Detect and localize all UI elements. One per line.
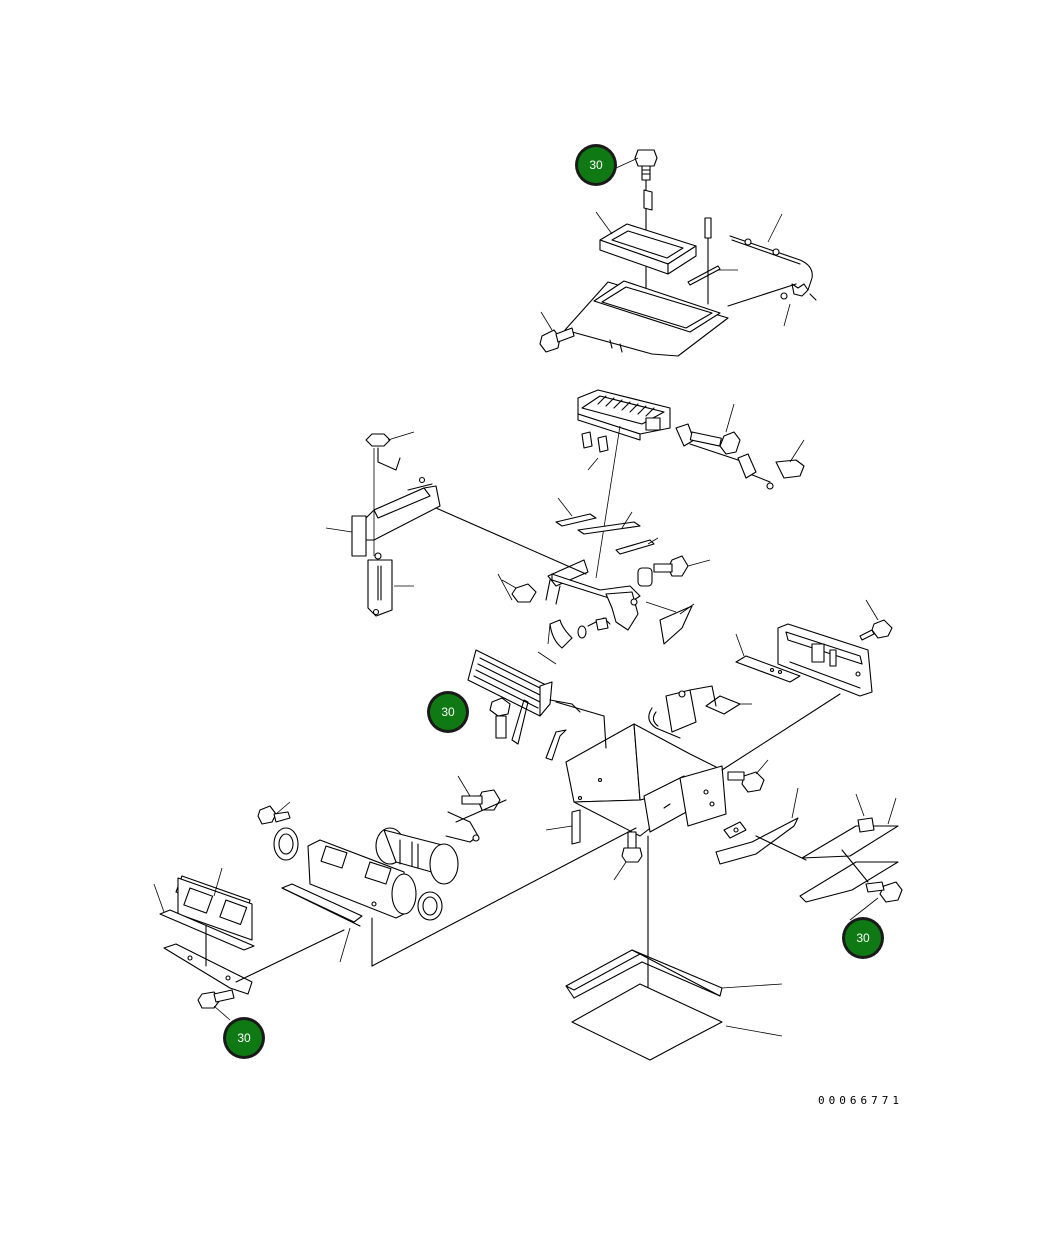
duct-bolt-part xyxy=(865,881,903,903)
gasket-part-b xyxy=(577,521,641,535)
ring-screw-part xyxy=(257,801,291,825)
stay-part xyxy=(545,729,567,761)
heater-core-part xyxy=(577,389,671,441)
callout-badge: 30 xyxy=(223,1017,265,1059)
control-panel-assembly xyxy=(735,599,893,697)
callout-badge: 30 xyxy=(575,144,617,186)
strip-part xyxy=(735,655,801,683)
tray-bolt-part xyxy=(727,759,769,793)
small-plate-part xyxy=(351,515,367,557)
floor-mat-part xyxy=(571,983,723,1061)
blower-tray-assembly xyxy=(467,649,841,1017)
small-strip-part xyxy=(571,809,581,845)
nut-part xyxy=(365,433,391,447)
top-cover-assembly xyxy=(539,149,817,357)
drop-bolt-part xyxy=(613,831,649,1017)
floor-plate-assembly xyxy=(565,949,783,1061)
left-bracket-assembly xyxy=(325,431,441,617)
floor-rail-part xyxy=(565,949,641,991)
leg-part-b xyxy=(597,435,609,453)
tray-part xyxy=(565,723,727,837)
seal-strip-part xyxy=(687,265,721,286)
long-bracket-part xyxy=(715,817,799,865)
callout-leader xyxy=(849,897,879,921)
callout-badge: 30 xyxy=(842,917,884,959)
duct-plate-part-a xyxy=(801,825,899,859)
blower-motor-assembly xyxy=(257,775,637,967)
relay-bracket-part xyxy=(648,685,752,739)
blower-motor-part xyxy=(375,827,459,885)
pivot-bolt-part xyxy=(675,403,741,455)
filter-frame-part xyxy=(599,223,697,275)
housing-frame-part xyxy=(435,507,641,631)
drawing-number: 00066771 xyxy=(818,1094,903,1107)
filter-seal-part xyxy=(159,909,255,951)
gasket-part-a xyxy=(555,513,597,527)
callout-leader xyxy=(213,1005,231,1021)
clamp-ring-part xyxy=(577,625,587,639)
foam-block-part xyxy=(857,817,875,833)
blower-housing-part xyxy=(307,839,417,919)
base-plate-part xyxy=(564,280,729,357)
clip-part xyxy=(643,189,653,211)
mount-bolt-part xyxy=(653,555,711,577)
heater-unit-assembly xyxy=(435,389,805,665)
side-bolt-part xyxy=(539,327,575,353)
screw-part xyxy=(497,573,537,603)
left-filter-assembly xyxy=(153,867,345,1009)
callout-label: 30 xyxy=(237,1031,251,1045)
callout-label: 30 xyxy=(589,158,603,172)
radiator-part xyxy=(467,649,581,717)
connection-line xyxy=(555,701,605,717)
filter-frame-left-part xyxy=(175,875,253,941)
flap-part xyxy=(659,605,693,645)
hose-part xyxy=(549,619,573,649)
right-duct-assembly xyxy=(715,787,903,903)
linkage-part xyxy=(689,439,805,490)
callout-label: 30 xyxy=(856,931,870,945)
pad-part xyxy=(705,695,741,715)
filter-bolt-part xyxy=(197,989,235,1009)
vertical-pin-part xyxy=(704,217,712,305)
grommet-part xyxy=(637,567,653,587)
callout-badge: 30 xyxy=(427,691,469,733)
panel-bolt-part xyxy=(859,599,893,641)
leg-part-a xyxy=(581,431,593,449)
callout-label: 30 xyxy=(441,705,455,719)
wiring-harness-part xyxy=(727,235,817,307)
leader-lines-top xyxy=(540,157,791,331)
radiator-bolt-part xyxy=(489,697,511,739)
top-bolt-part xyxy=(634,149,658,303)
rod-part xyxy=(511,699,529,745)
hook-rod-part xyxy=(377,447,401,471)
blower-strip-part xyxy=(281,883,363,923)
duct-plate-part-b xyxy=(799,861,899,903)
filter-bracket-part xyxy=(163,925,253,995)
gasket-part-c xyxy=(615,539,655,555)
vertical-plate-part xyxy=(367,559,393,617)
